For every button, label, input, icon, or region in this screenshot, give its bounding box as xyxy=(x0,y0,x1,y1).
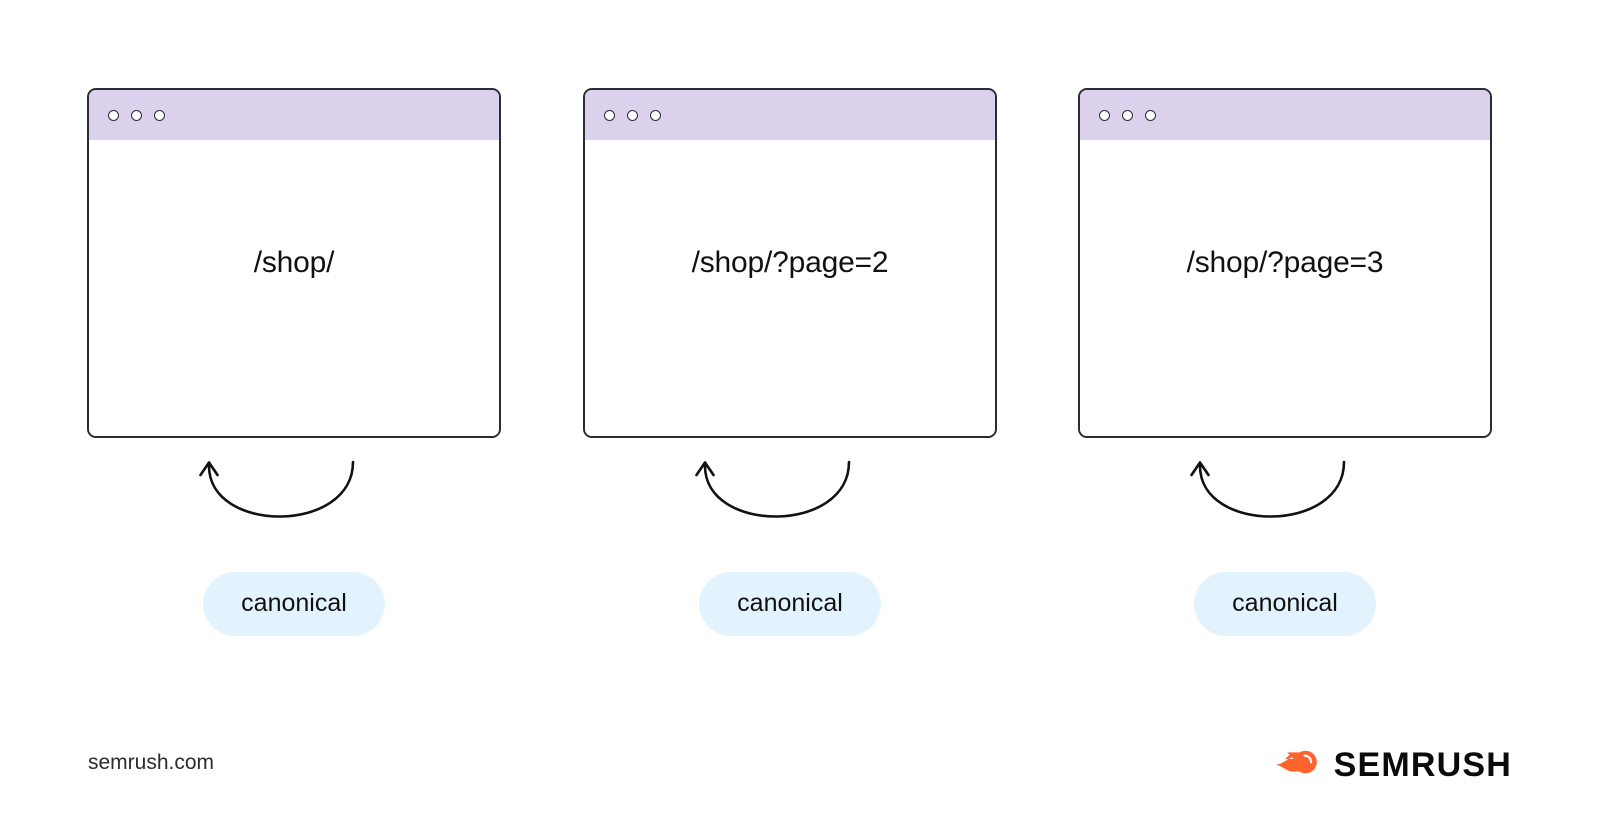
canonical-badge-3: canonical xyxy=(1194,572,1376,636)
browser-body-3: /shop/?page=3 xyxy=(1080,140,1490,436)
footer-source-url: semrush.com xyxy=(88,751,215,774)
window-dot-maximize-icon xyxy=(1145,109,1156,121)
window-dot-close-icon xyxy=(1099,109,1110,121)
window-dot-close-icon xyxy=(604,109,615,121)
canonical-badge-1: canonical xyxy=(203,572,385,636)
canonical-arrow-1 xyxy=(191,456,371,552)
page-url-label-1: /shop/ xyxy=(253,246,335,279)
window-dot-close-icon xyxy=(108,109,119,121)
window-dot-maximize-icon xyxy=(650,109,661,121)
page-url-label-3: /shop/?page=3 xyxy=(1186,246,1384,279)
canonical-badge-row-2: canonical xyxy=(583,572,997,636)
browser-titlebar-1 xyxy=(89,90,499,140)
window-dot-minimize-icon xyxy=(1122,109,1133,121)
semrush-comet-icon xyxy=(1275,745,1321,784)
browser-body-2: /shop/?page=2 xyxy=(585,140,995,436)
page-url-label-2: /shop/?page=2 xyxy=(691,246,889,279)
canonical-arrow-3 xyxy=(1182,456,1362,552)
canonical-badge-2: canonical xyxy=(699,572,881,636)
canonical-group-3: /shop/?page=3 canonical xyxy=(1078,88,1492,636)
browser-window-3: /shop/?page=3 xyxy=(1078,88,1492,438)
canonical-arrow-2 xyxy=(687,456,867,552)
canonical-badge-row-1: canonical xyxy=(87,572,501,636)
semrush-wordmark: SEMRUSH xyxy=(1333,745,1512,784)
browser-body-1: /shop/ xyxy=(89,140,499,436)
window-dot-minimize-icon xyxy=(131,109,142,121)
browser-window-2: /shop/?page=2 xyxy=(583,88,997,438)
window-dot-minimize-icon xyxy=(627,109,638,121)
canonical-badge-row-3: canonical xyxy=(1078,572,1492,636)
semrush-logo: SEMRUSH xyxy=(1275,745,1512,784)
canonical-group-1: /shop/ canonical xyxy=(87,88,501,636)
window-dot-maximize-icon xyxy=(154,109,165,121)
browser-titlebar-3 xyxy=(1080,90,1490,140)
browser-window-1: /shop/ xyxy=(87,88,501,438)
browser-titlebar-2 xyxy=(585,90,995,140)
canonical-group-2: /shop/?page=2 canonical xyxy=(583,88,997,636)
